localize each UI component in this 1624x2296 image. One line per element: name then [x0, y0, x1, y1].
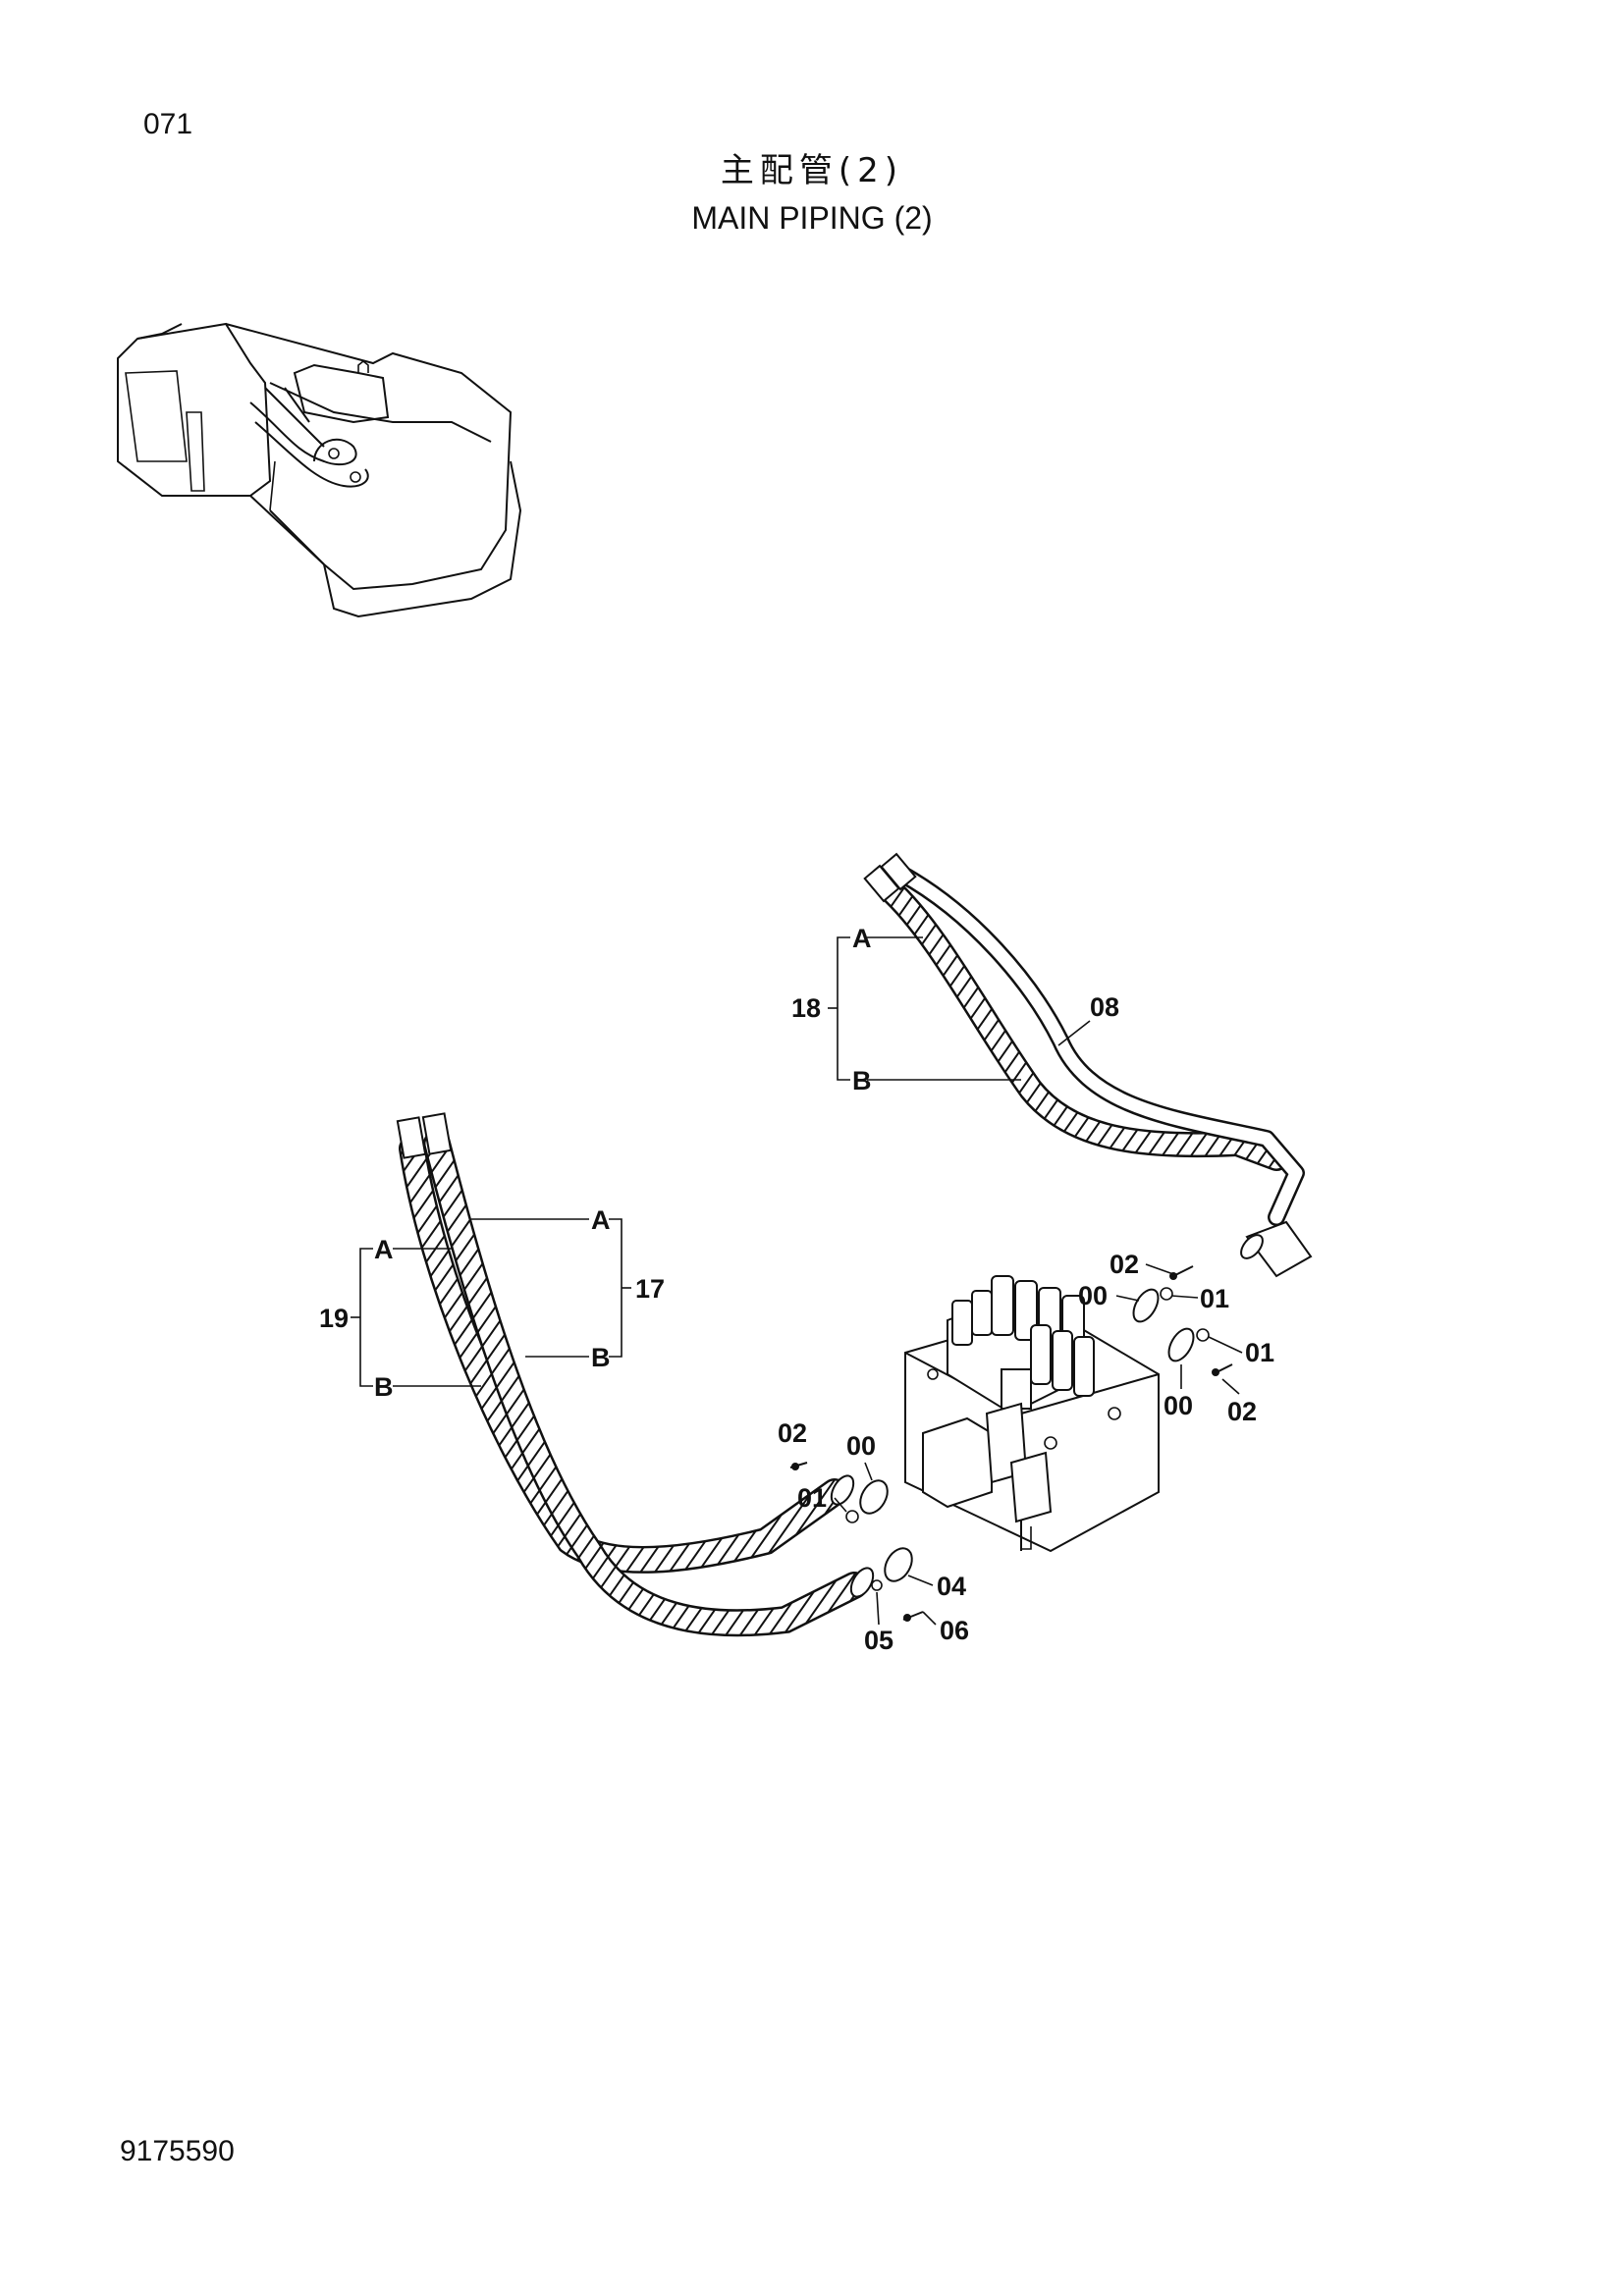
- control-valve-assembly: [904, 1275, 1160, 1553]
- label-A-19: A: [374, 1235, 394, 1264]
- label-00-right: 00: [1164, 1391, 1193, 1420]
- label-05: 05: [864, 1626, 893, 1655]
- callouts-left-fittings: 02 00 01 04 05 06: [778, 1418, 969, 1655]
- label-B-19: B: [374, 1372, 394, 1402]
- page-number: 071: [143, 108, 193, 140]
- label-B-17: B: [591, 1343, 611, 1372]
- label-01-left: 01: [797, 1483, 827, 1513]
- label-01-right: 01: [1245, 1338, 1274, 1367]
- excavator-overview-illustration: [117, 322, 522, 618]
- label-02-upper: 02: [1110, 1250, 1139, 1279]
- label-06: 06: [940, 1616, 969, 1645]
- label-00-left: 00: [846, 1431, 876, 1461]
- hose-17-19: [396, 1112, 875, 1637]
- title-japanese: 主配管(2): [720, 151, 904, 190]
- document-number: 9175590: [120, 2135, 235, 2167]
- label-19: 19: [319, 1304, 349, 1333]
- label-B-18: B: [852, 1066, 872, 1095]
- callout-19: A B 19: [319, 1235, 481, 1402]
- callout-18: A B 18: [791, 924, 1021, 1095]
- fittings: [789, 1265, 1233, 1622]
- label-02-right: 02: [1227, 1397, 1257, 1426]
- callouts-right-fittings: 02 00 01 01 00 02: [1078, 1250, 1274, 1426]
- callout-17: A B 17: [471, 1205, 665, 1372]
- hose-18-08: [863, 852, 1313, 1278]
- label-A-18: A: [852, 924, 872, 953]
- label-17: 17: [635, 1274, 665, 1304]
- label-08: 08: [1090, 992, 1119, 1022]
- label-00-upper: 00: [1078, 1281, 1108, 1310]
- callout-08: 08: [1057, 992, 1119, 1046]
- label-18: 18: [791, 993, 821, 1023]
- title-block: 主配管(2) MAIN PIPING (2): [0, 149, 1624, 240]
- label-02-left: 02: [778, 1418, 807, 1448]
- label-A-17: A: [591, 1205, 611, 1235]
- label-01-upper: 01: [1200, 1284, 1229, 1313]
- label-04: 04: [937, 1572, 966, 1601]
- title-english: MAIN PIPING (2): [691, 200, 933, 236]
